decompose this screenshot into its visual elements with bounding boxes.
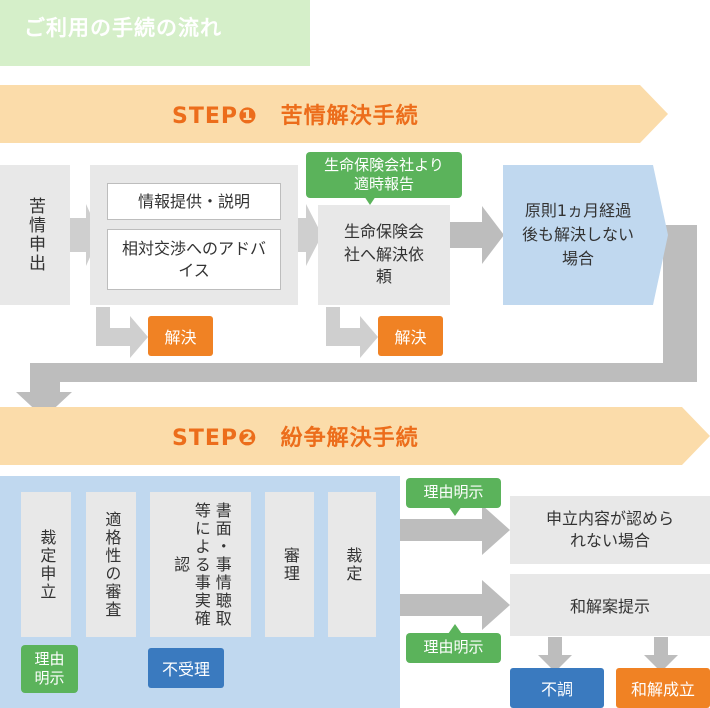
page-title: ご利用の手続の流れ — [24, 16, 222, 40]
complaint-start-label: 苦情申出 — [25, 197, 46, 273]
reason-tag-left: 理由明示 — [21, 645, 78, 693]
insurer-notice-tag: 生命保険会社より適時報告 — [306, 152, 462, 198]
eligibility-box: 適格性の審査 — [86, 492, 136, 637]
resolved-badge-1: 解決 — [148, 316, 213, 356]
decision-box: 裁定 — [328, 492, 376, 637]
review-box: 審理 — [265, 492, 314, 637]
decision-label: 裁定 — [343, 546, 363, 583]
insurer-request-box: 生命保険会社へ解決依頼 — [318, 205, 450, 305]
step2-label: STEP❷ 紛争解決手続 — [172, 426, 419, 451]
application-label: 裁定申立 — [37, 528, 57, 601]
eligibility-label: 適格性の審査 — [102, 510, 122, 619]
review-label: 審理 — [280, 546, 300, 583]
settlement-proposal-box: 和解案提示 — [510, 574, 710, 636]
fact-check-box: 書面・事情聴取等による事実確認 — [150, 492, 251, 637]
reason-tag-top: 理由明示 — [406, 478, 501, 508]
resolved-badge-2: 解決 — [378, 316, 443, 356]
not-accepted-box: 申立内容が認められない場合 — [510, 496, 710, 564]
advice-box: 相対交渉へのアドバイス — [107, 229, 281, 290]
reason-tag-bottom: 理由明示 — [406, 633, 501, 663]
application-box: 裁定申立 — [21, 492, 71, 637]
step2-banner — [0, 407, 710, 465]
rejected-badge: 不受理 — [148, 648, 224, 688]
step1-label: STEP❶ 苦情解決手続 — [172, 104, 419, 129]
unresolved-label: 原則1ヵ月経過後も解決しない場合 — [521, 201, 634, 268]
title-tab — [0, 0, 310, 66]
failure-badge: 不調 — [510, 668, 604, 708]
step1-banner — [0, 85, 710, 143]
fact-check-label: 書面・事情聴取等による事実確認 — [171, 501, 232, 628]
unresolved-box: 原則1ヵ月経過後も解決しない場合 — [503, 165, 668, 305]
complaint-start-box: 苦情申出 — [0, 165, 70, 305]
info-box: 情報提供・説明 — [107, 183, 281, 220]
settled-badge: 和解成立 — [616, 668, 710, 708]
